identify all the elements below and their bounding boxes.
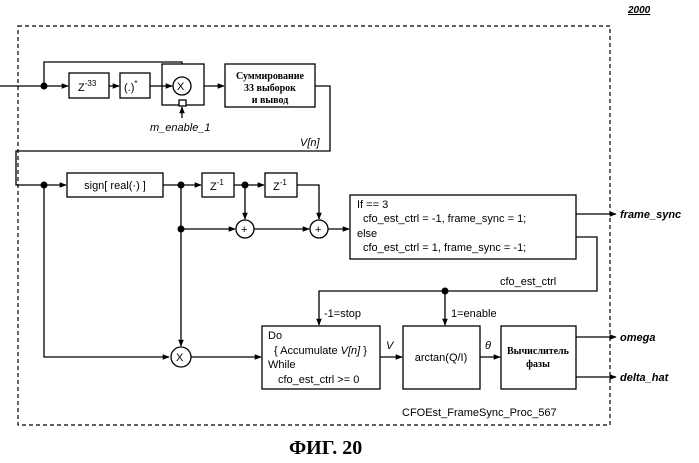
accumulate-while: While xyxy=(268,359,296,371)
adder-2-label: + xyxy=(315,224,321,236)
vn-label: V[n] xyxy=(300,137,321,149)
module-name: CFOEst_FrameSync_Proc_567 xyxy=(402,407,557,419)
omega-output-label: omega xyxy=(620,332,655,344)
decision-line-2: cfo_est_ctrl = -1, frame_sync = 1; xyxy=(363,213,526,225)
theta-label: θ xyxy=(485,340,491,352)
figure-caption: ФИГ. 20 xyxy=(289,437,362,459)
phase-calculator-block xyxy=(501,326,576,389)
v-signal-label: V xyxy=(386,340,395,352)
accumulate-do: Do xyxy=(268,330,282,342)
enable-port xyxy=(179,100,186,106)
multiplier-label: X xyxy=(177,81,185,93)
decision-line-4: cfo_est_ctrl = 1, frame_sync = -1; xyxy=(363,242,526,254)
phase-calc-line-1: Вычислитель xyxy=(507,346,570,357)
decision-line-1: If == 3 xyxy=(357,199,388,211)
accumulate-body: { Accumulate V[n] } xyxy=(274,345,367,357)
sum-block-line-3: и вывод xyxy=(252,95,289,106)
enable-label: m_enable_1 xyxy=(150,122,211,134)
adder-1-label: + xyxy=(241,224,247,236)
sum-block-line-1: Суммирование xyxy=(236,71,304,82)
frame-sync-output-label: frame_sync xyxy=(620,209,681,221)
stop-label: -1=stop xyxy=(324,308,361,320)
enable-signal-label: 1=enable xyxy=(451,308,497,320)
figure-number: 2000 xyxy=(627,5,651,16)
cfo-est-ctrl-label: cfo_est_ctrl xyxy=(500,276,556,288)
phase-calc-line-2: фазы xyxy=(526,359,550,370)
sign-real-label: sign[ real(·) ] xyxy=(84,180,146,192)
bottom-multiplier-label: X xyxy=(176,352,184,364)
delta-hat-output-label: delta_hat xyxy=(620,372,670,384)
arctan-label: arctan(Q/I) xyxy=(415,352,468,364)
sum-block-line-2: 33 выборок xyxy=(244,83,296,94)
decision-line-3: else xyxy=(357,228,377,240)
accumulate-cond: cfo_est_ctrl >= 0 xyxy=(278,374,359,386)
